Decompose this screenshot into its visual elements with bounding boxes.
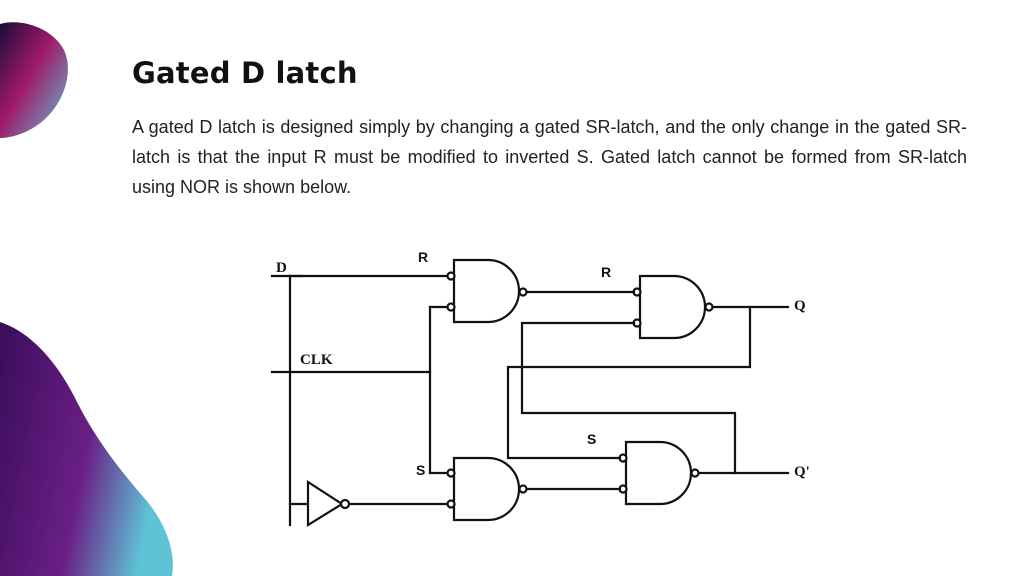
label-d: D xyxy=(276,260,287,276)
not-gate xyxy=(306,479,351,527)
label-q-bar: Q' xyxy=(794,464,810,480)
nand-gate-q-bar xyxy=(618,440,700,506)
nand-gate-s xyxy=(446,456,528,522)
blob-bottom-left xyxy=(0,322,173,576)
input-wires xyxy=(270,274,450,527)
blob-top-left xyxy=(0,22,68,139)
label-s-first: S xyxy=(416,462,425,478)
label-clk: CLK xyxy=(300,352,333,368)
slide-body-text: A gated D latch is designed simply by ch… xyxy=(132,117,967,197)
label-q: Q xyxy=(794,298,806,314)
nand-gate-r xyxy=(446,258,528,324)
slide-title: Gated D latch xyxy=(132,56,358,90)
latch-wires xyxy=(506,290,790,491)
label-r-first: R xyxy=(418,249,428,265)
label-r-second: R xyxy=(601,264,611,280)
gated-d-latch-diagram: D CLK R R S S Q Q' xyxy=(270,249,810,527)
label-s-second: S xyxy=(587,431,596,447)
nand-gate-q xyxy=(632,274,714,340)
